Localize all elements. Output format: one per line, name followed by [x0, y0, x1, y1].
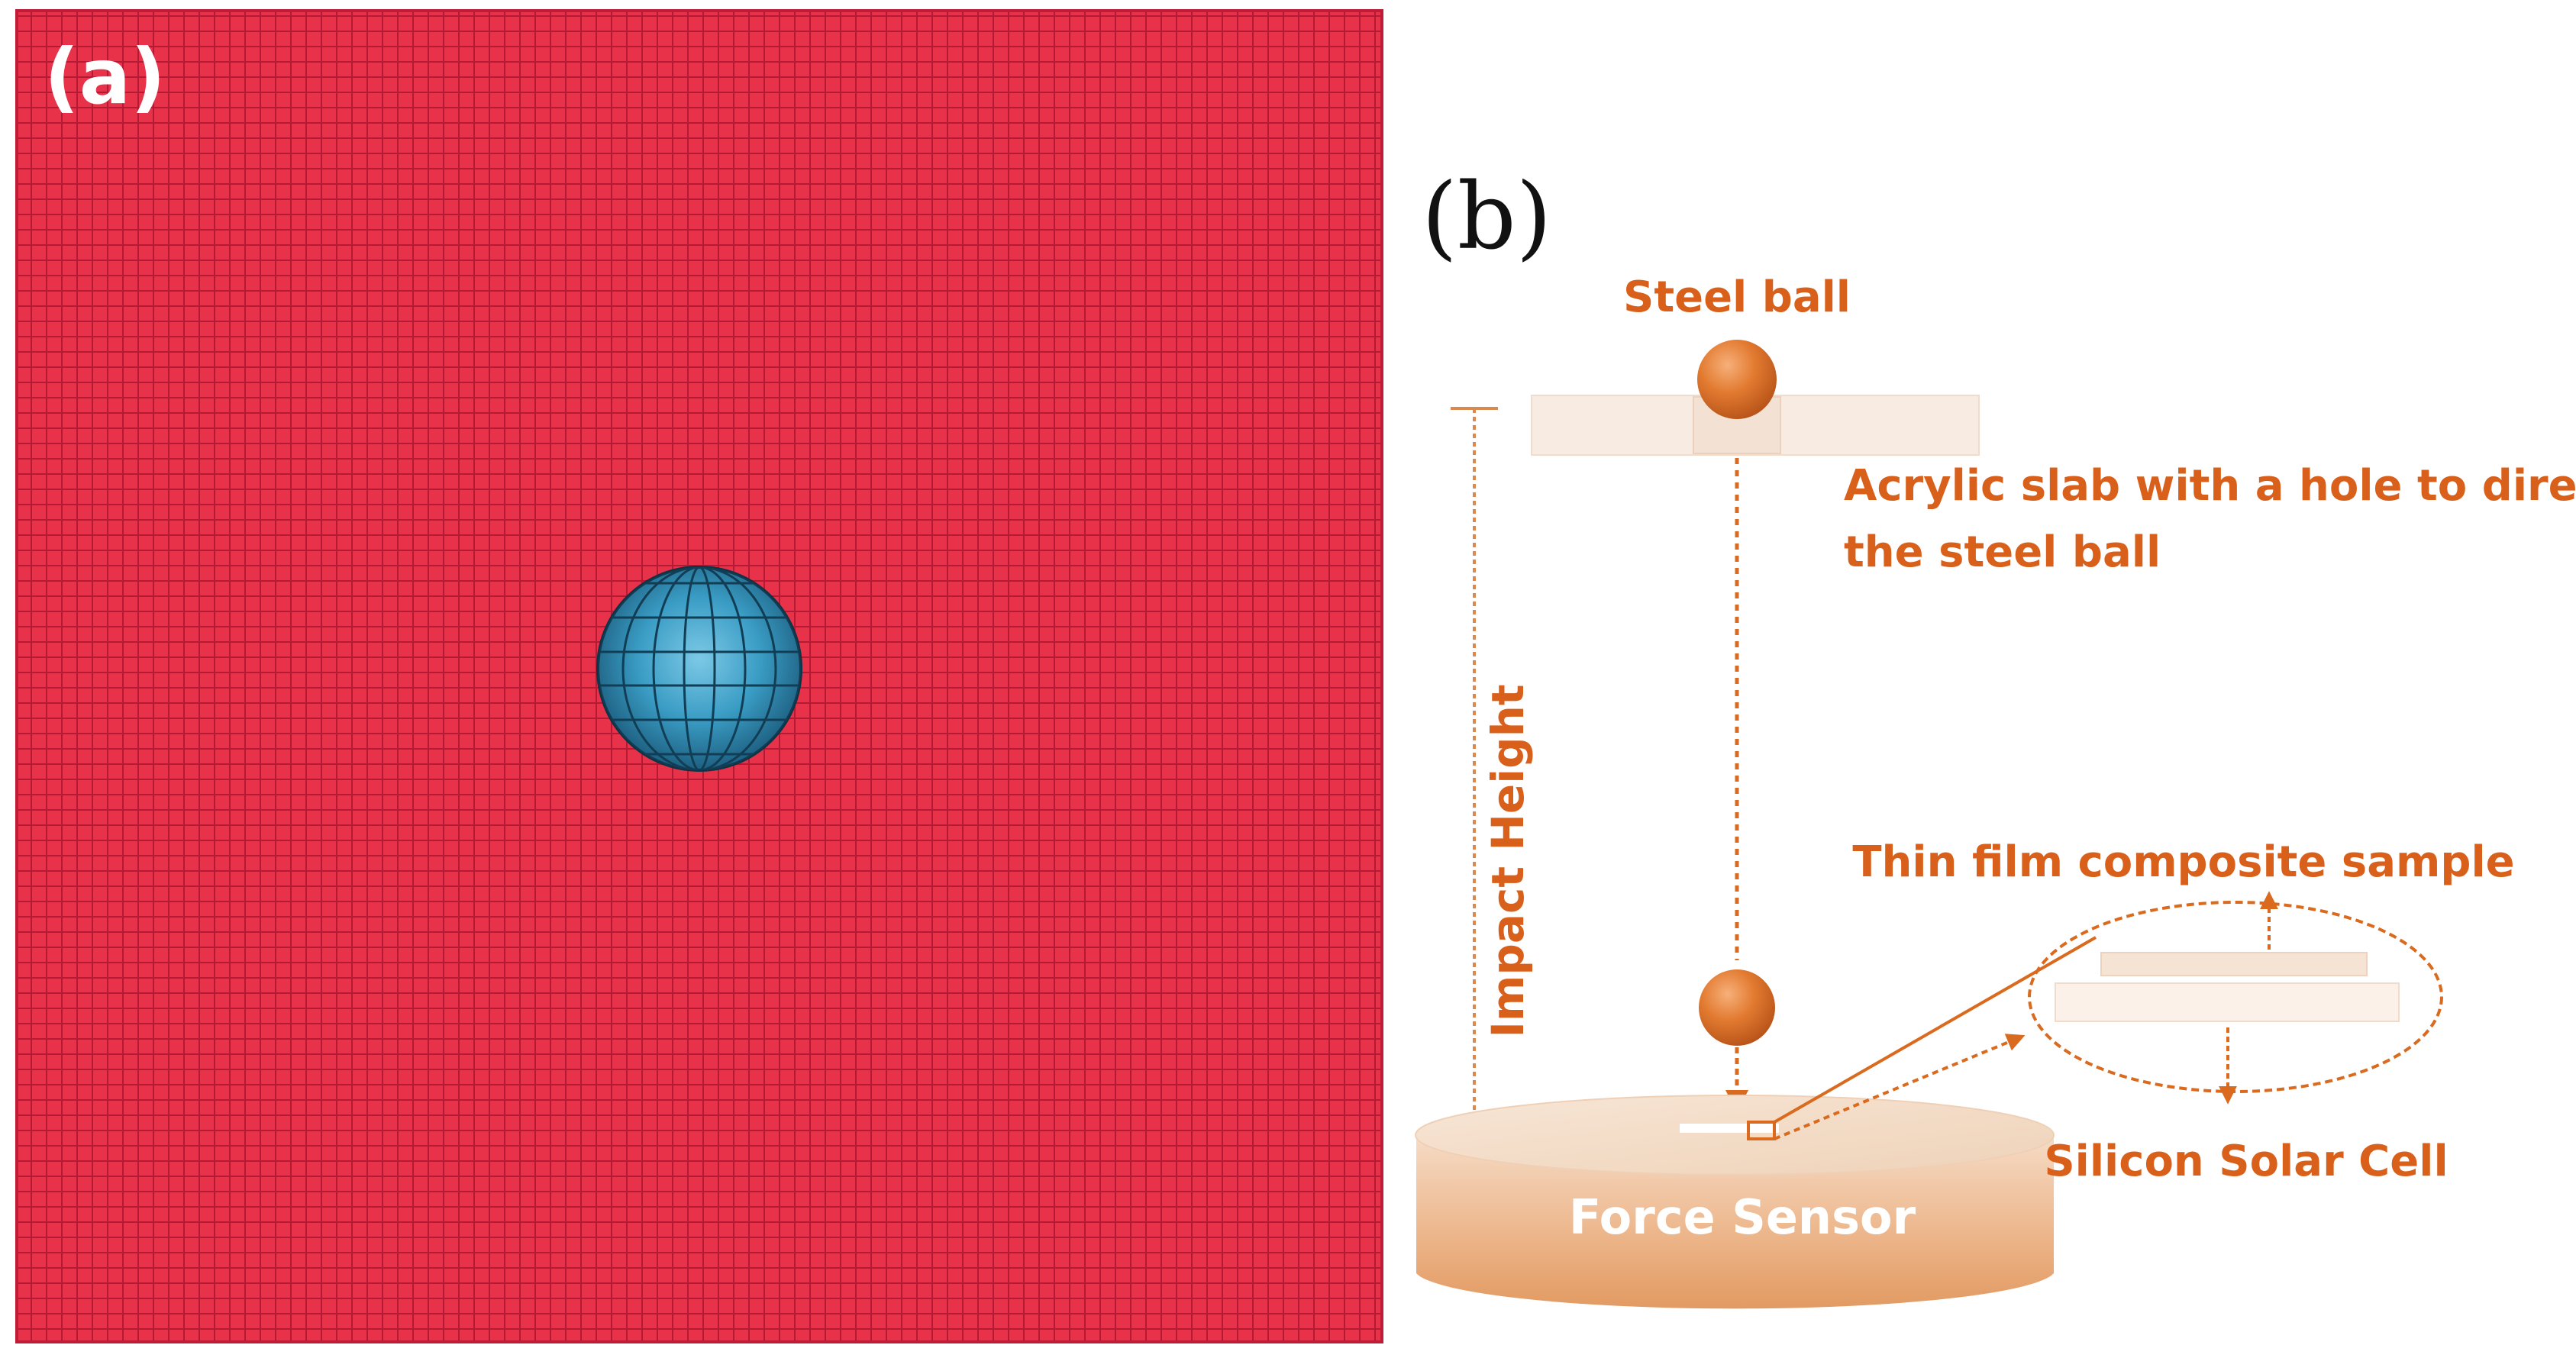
zoom-lines [1774, 936, 2097, 1140]
force-sensor-label: Force Sensor [1569, 1189, 1916, 1245]
acrylic-label-line1: Acrylic slab with a hole to direct [1844, 461, 2576, 511]
force-sensor [1415, 1095, 2055, 1309]
thin-film-layer [2100, 952, 2368, 976]
impactor-sphere [596, 566, 802, 772]
sample-highlight-box [1747, 1121, 1776, 1140]
silicon-cell-label: Silicon Solar Cell [2044, 1137, 2448, 1186]
panel-b: (b) Steel ball Acrylic slab with a hole … [1415, 164, 2576, 1309]
acrylic-label-line2: the steel ball [1844, 527, 2161, 577]
steel-ball-top [1697, 340, 1777, 419]
thin-film-label: Thin film composite sample [1852, 837, 2514, 887]
impact-height-label: Impact Height [1482, 684, 1534, 1037]
zoom-inset [2028, 891, 2443, 1105]
panel-b-label: (b) [1422, 164, 1551, 270]
panel-a-label: (a) [44, 32, 166, 121]
steel-ball-label: Steel ball [1623, 273, 1851, 322]
silicon-cell-layer [2055, 982, 2400, 1022]
steel-ball-bottom [1699, 969, 1775, 1046]
panel-a: (a) [15, 9, 1383, 1343]
sample-on-sensor [1680, 1124, 1779, 1133]
